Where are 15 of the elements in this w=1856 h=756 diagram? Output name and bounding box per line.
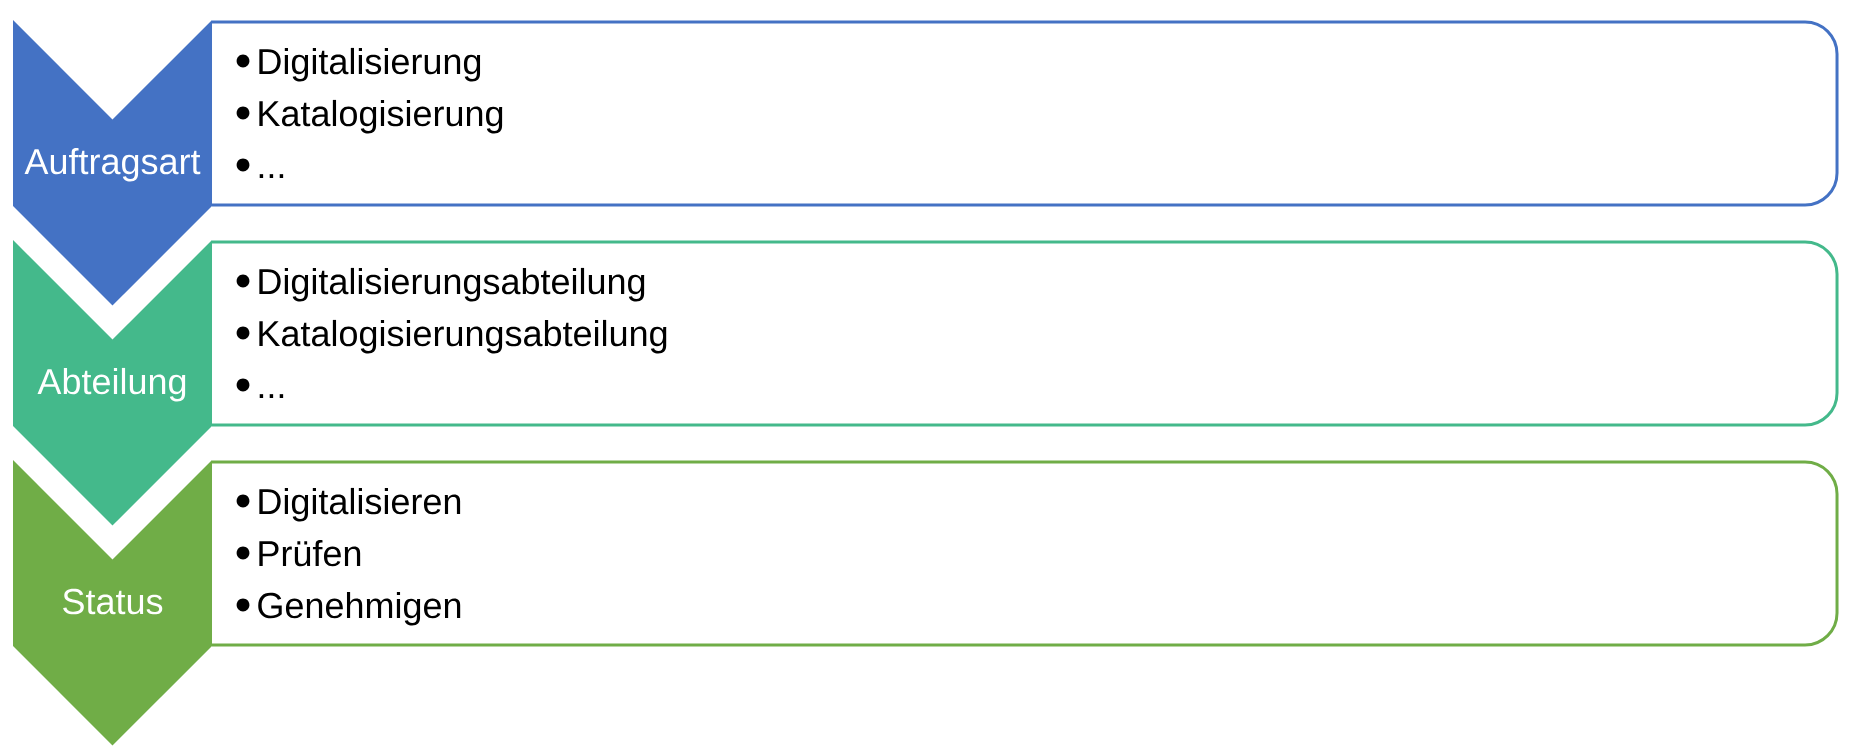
list-box xyxy=(212,20,1839,207)
list-item: Katalogisierung xyxy=(259,99,503,134)
list-box xyxy=(212,240,1839,427)
list-item: Digitalisieren xyxy=(259,487,461,522)
list-box xyxy=(212,460,1839,647)
list-item: ... xyxy=(259,394,284,398)
list-item: Digitalisierung xyxy=(259,47,481,82)
list-item: Katalogisierungsabteilung xyxy=(259,319,667,354)
notched-label-block: Abteilung xyxy=(13,240,212,526)
list-item: ... xyxy=(259,174,284,178)
list-item: Genehmigen xyxy=(258,591,461,626)
list-item: Digitalisierungsabteilung xyxy=(259,267,645,302)
notched-label-block: Auftragsart xyxy=(13,20,212,306)
list-item: Prüfen xyxy=(259,539,361,567)
notched-label-block: Status xyxy=(13,460,212,746)
